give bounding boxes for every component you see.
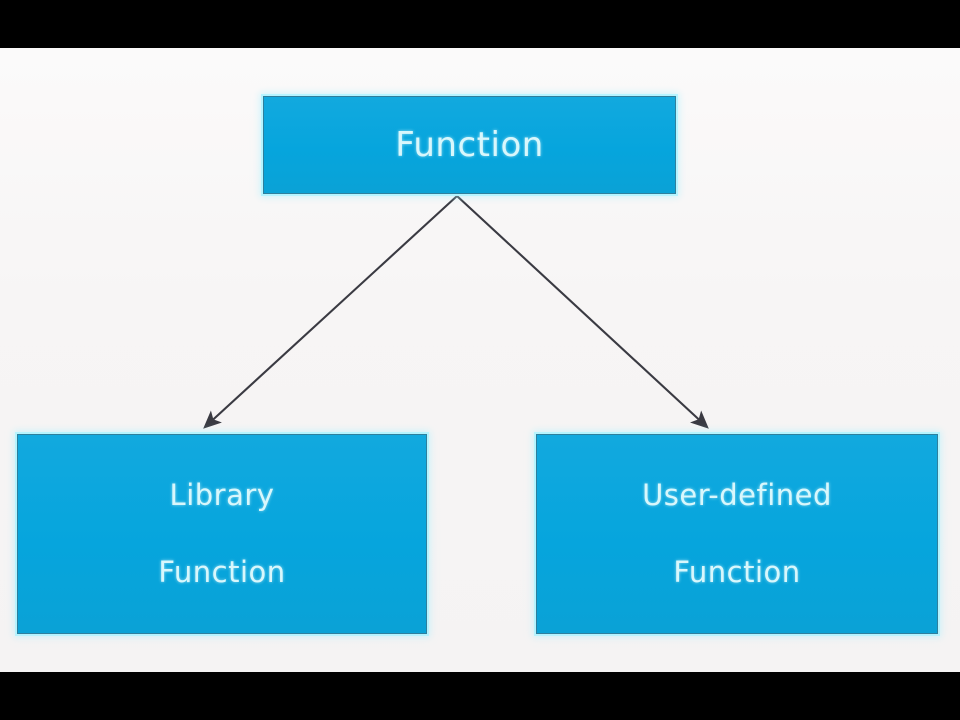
node-user-defined-function-line2: Function — [673, 555, 801, 589]
node-library-function-line1: Library — [169, 478, 275, 512]
letterbox-bottom — [0, 672, 960, 720]
letterbox-top — [0, 0, 960, 48]
connector-function-to-user-defined — [456, 195, 709, 429]
node-user-defined-function[interactable]: User-defined Function — [536, 434, 938, 634]
node-function[interactable]: Function — [263, 96, 676, 194]
node-library-function-line2: Function — [158, 555, 286, 589]
node-user-defined-function-line1: User-defined — [642, 478, 832, 512]
node-function-label: Function — [395, 125, 544, 165]
node-library-function[interactable]: Library Function — [17, 434, 427, 634]
slide-canvas: Function Library Function User-defined F… — [0, 48, 960, 672]
connector-function-to-library — [203, 195, 458, 429]
